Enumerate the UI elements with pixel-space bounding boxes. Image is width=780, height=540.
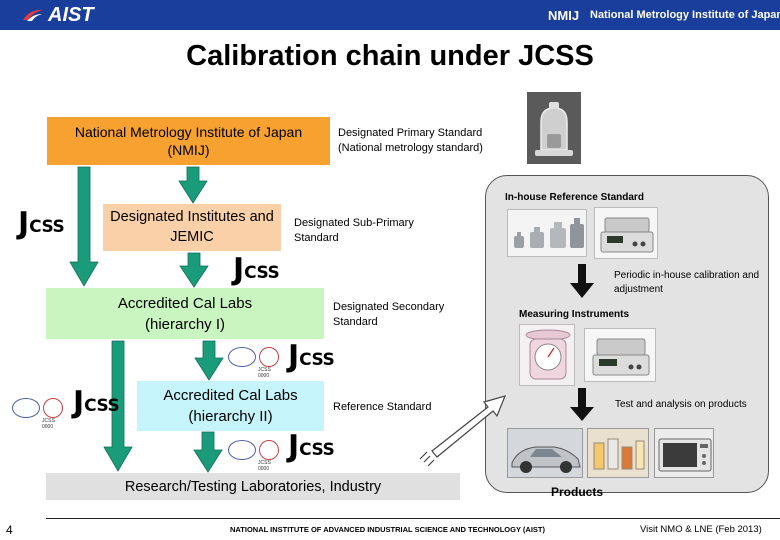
label-primary-standard: Designated Primary Standard (National me… [338,127,483,154]
box-acc1-label: Accredited Cal Labs (hierarchy I) [117,294,253,333]
box-designated-label: Designated Institutes and JEMIC [110,208,274,245]
jcss-j: J [288,429,300,464]
badge-caption: JCSS 0000 [258,460,271,472]
arrow-measuring-to-products [570,388,594,421]
bell-jar-icon [527,92,581,164]
accreditation-badge-3: JCSS 0000 [228,440,279,472]
arrow-to-reference [419,395,507,467]
jcss-j: J [233,252,245,287]
iajapan-logo-icon [228,347,256,367]
box-designated-institutes: Designated Institutes and JEMIC [103,204,281,251]
box-rtl-label: Research/Testing Laboratories, Industry [124,478,382,495]
footer-institute: NATIONAL INSTITUTE OF ADVANCED INDUSTRIA… [230,525,546,534]
kitchen-scale-image [519,324,575,386]
aist-swoosh-icon [23,9,43,21]
label-products: Products [551,485,604,499]
balance-image-2 [584,328,656,382]
car-icon [511,446,581,473]
badge-caption: JCSS 0000 [258,367,271,379]
label-reference-standard: Reference Standard [333,401,432,413]
box-nmij: National Metrology Institute of Japan (N… [47,117,330,165]
iajapan-logo-icon [228,440,256,460]
accreditation-badge-1: JCSS 0000 [228,347,279,379]
weights-image [507,209,587,257]
label-periodic-calibration: Periodic in-house calibration and adjust… [614,270,760,295]
microwave-icon [658,438,712,472]
label-sub-primary-standard: Designated Sub-Primary Standard [294,217,414,244]
car-image [507,428,583,478]
arrow-acc1-to-rtl [103,340,133,472]
aist-logo-text: AIST [48,3,94,26]
label-secondary-standard: Designated Secondary Standard [333,301,445,328]
arrow-nmij-to-acc1 [69,166,99,287]
ilac-logo-icon [43,398,63,418]
aist-logo: AIST [22,4,94,26]
arrow-acc2-to-rtl [193,431,223,473]
box-acc2-label: Accredited Cal Labs (hierarchy II) [163,387,298,425]
jcss-css: CSS [84,396,120,416]
balance-image-1 [594,207,658,259]
microwave-image [654,428,714,478]
sample-containers-icon [593,438,645,470]
footer-divider [46,518,780,519]
dial-scale-icon [525,329,571,380]
box-nmij-label: National Metrology Institute of Japan (N… [74,123,303,158]
jcss-css: CSS [299,350,335,370]
box-accredited-hierarchy-1: Accredited Cal Labs (hierarchy I) [46,288,324,339]
jcss-css: CSS [244,263,280,283]
ilac-logo-icon [259,347,279,367]
jcss-j: J [18,206,30,241]
accreditation-badge-2: JCSS 0000 [12,398,63,430]
badge-caption: JCSS 0000 [42,418,55,430]
nmij-header-text: National Metrology Institute of Japan [590,9,780,21]
label-test-analysis: Test and analysis on products [615,399,747,410]
ilac-logo-icon [259,440,279,460]
header-bar [0,0,780,30]
label-inhouse-reference: In-house Reference Standard [505,192,644,203]
precision-balance-icon [592,338,650,376]
arrow-nmij-to-designated [178,166,208,204]
footer-visit: Visit NMO & LNE (Feb 2013) [640,524,762,535]
label-measuring-instruments: Measuring Instruments [519,309,630,320]
nmij-logo: NMIJ [548,8,580,23]
food-samples-image [587,428,649,478]
box-research-testing: Research/Testing Laboratories, Industry [46,473,460,500]
electronic-balance-icon [600,217,654,253]
iajapan-logo-icon [12,398,40,418]
jcss-j: J [288,339,300,374]
kilogram-prototype-image [527,92,581,164]
page-title: Calibration chain under JCSS [186,40,594,72]
page-number: 4 [6,523,13,537]
box-accredited-hierarchy-2: Accredited Cal Labs (hierarchy II) [137,381,324,431]
jcss-j: J [73,385,85,420]
arrow-inhouse-to-measuring [570,264,594,298]
arrow-acc1-to-acc2 [194,340,224,381]
jcss-css: CSS [299,440,335,460]
arrow-designated-to-acc1 [179,252,209,288]
calibration-weights-icon [514,218,584,248]
jcss-css: CSS [29,217,65,237]
